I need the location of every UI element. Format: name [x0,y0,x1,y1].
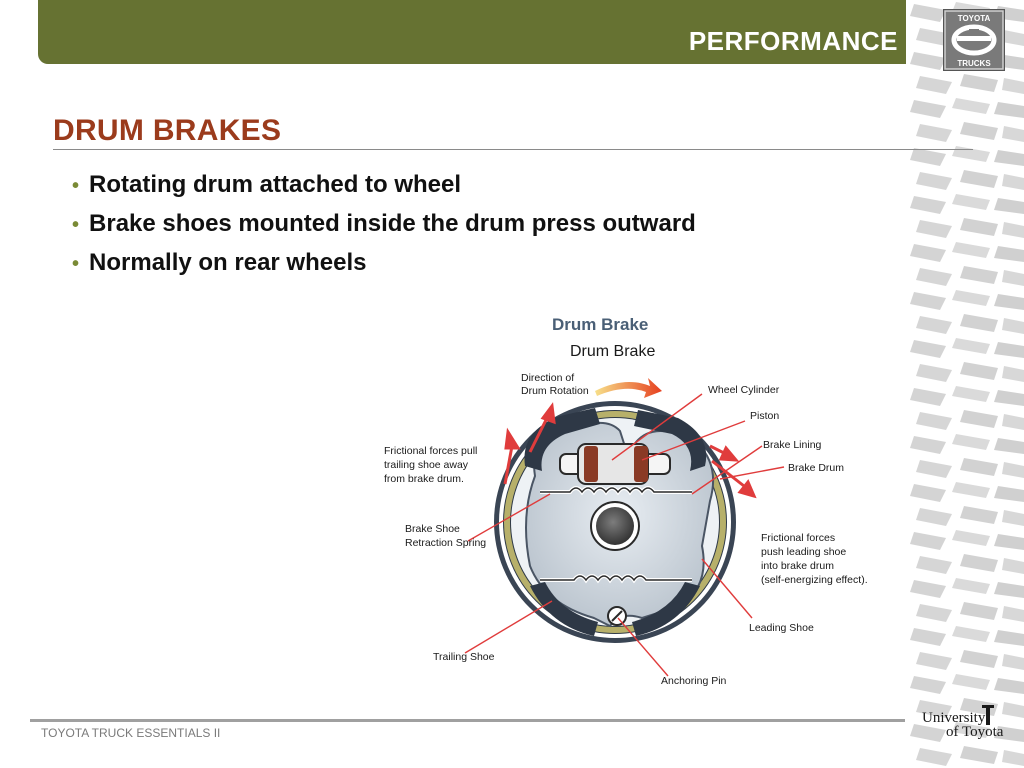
brake-lining-shape [504,411,726,633]
title-divider [53,149,973,150]
bullet-item: • Brake shoes mounted inside the drum pre… [72,205,696,244]
hub-shape [596,507,634,545]
label-direction-line1: Direction of [521,372,574,384]
rotation-direction-arrow-icon [595,378,662,398]
bullet-dot-icon: • [72,175,80,197]
bullet-dot-icon: • [72,253,80,275]
uni-logo-line1: University [922,710,986,726]
label-friction-push-line3: into brake drum [761,560,834,572]
logo-top-text: TOYOTA [958,14,991,23]
trailing-shoe-shape [530,582,598,636]
label-piston: Piston [750,410,779,422]
label-wheel-cylinder: Wheel Cylinder [708,384,780,396]
label-friction-push-line4: (self-energizing effect). [761,574,868,586]
header-bar: PERFORMANCE [38,0,928,64]
label-spring-line2: Retraction Spring [405,537,486,549]
logo-bottom-text: TRUCKS [957,59,991,68]
drum-brake-diagram: Drum Brake [384,343,868,687]
slide-title: DRUM BRAKES [53,114,282,147]
bullet-text: Brake shoes mounted inside the drum pres… [89,210,696,237]
label-friction-pull-line1: Frictional forces pull [384,445,477,457]
bullet-dot-icon: • [72,214,80,236]
uni-logo-line2: of Toyota [946,724,1004,740]
label-spring-line1: Brake Shoe [405,523,460,535]
bullet-list: • Rotating drum attached to wheel • Brake … [72,166,696,283]
toyota-trucks-logo-icon: TOYOTA TRUCKS [943,9,1005,71]
label-friction-pull-line2: trailing shoe away [384,459,469,471]
tire-tread-decoration [906,0,1024,768]
label-trailing-shoe: Trailing Shoe [433,651,495,663]
label-friction-pull-line3: from brake drum. [384,473,464,485]
label-leading-shoe: Leading Shoe [749,622,814,634]
bullet-text: Rotating drum attached to wheel [89,171,462,198]
bullet-item: • Normally on rear wheels [72,244,696,283]
label-brake-lining: Brake Lining [763,439,822,451]
diagram-caption: Drum Brake [552,315,649,334]
label-friction-push-line1: Frictional forces [761,532,835,544]
piston-shape [584,446,598,482]
university-of-toyota-logo-icon: University of Toyota [922,705,1004,740]
label-direction-line2: Drum Rotation [521,385,589,397]
footer-divider [30,719,905,722]
label-anchoring-pin: Anchoring Pin [661,675,727,687]
diagram-title: Drum Brake [570,343,655,360]
bullet-text: Normally on rear wheels [89,249,367,276]
footer-text: TOYOTA TRUCK ESSENTIALS II [41,726,221,740]
bullet-item: • Rotating drum attached to wheel [72,166,696,205]
label-brake-drum: Brake Drum [788,462,844,474]
section-title: PERFORMANCE [688,26,898,56]
label-friction-push-line2: push leading shoe [761,546,846,558]
leading-shoe-shape [632,582,700,636]
